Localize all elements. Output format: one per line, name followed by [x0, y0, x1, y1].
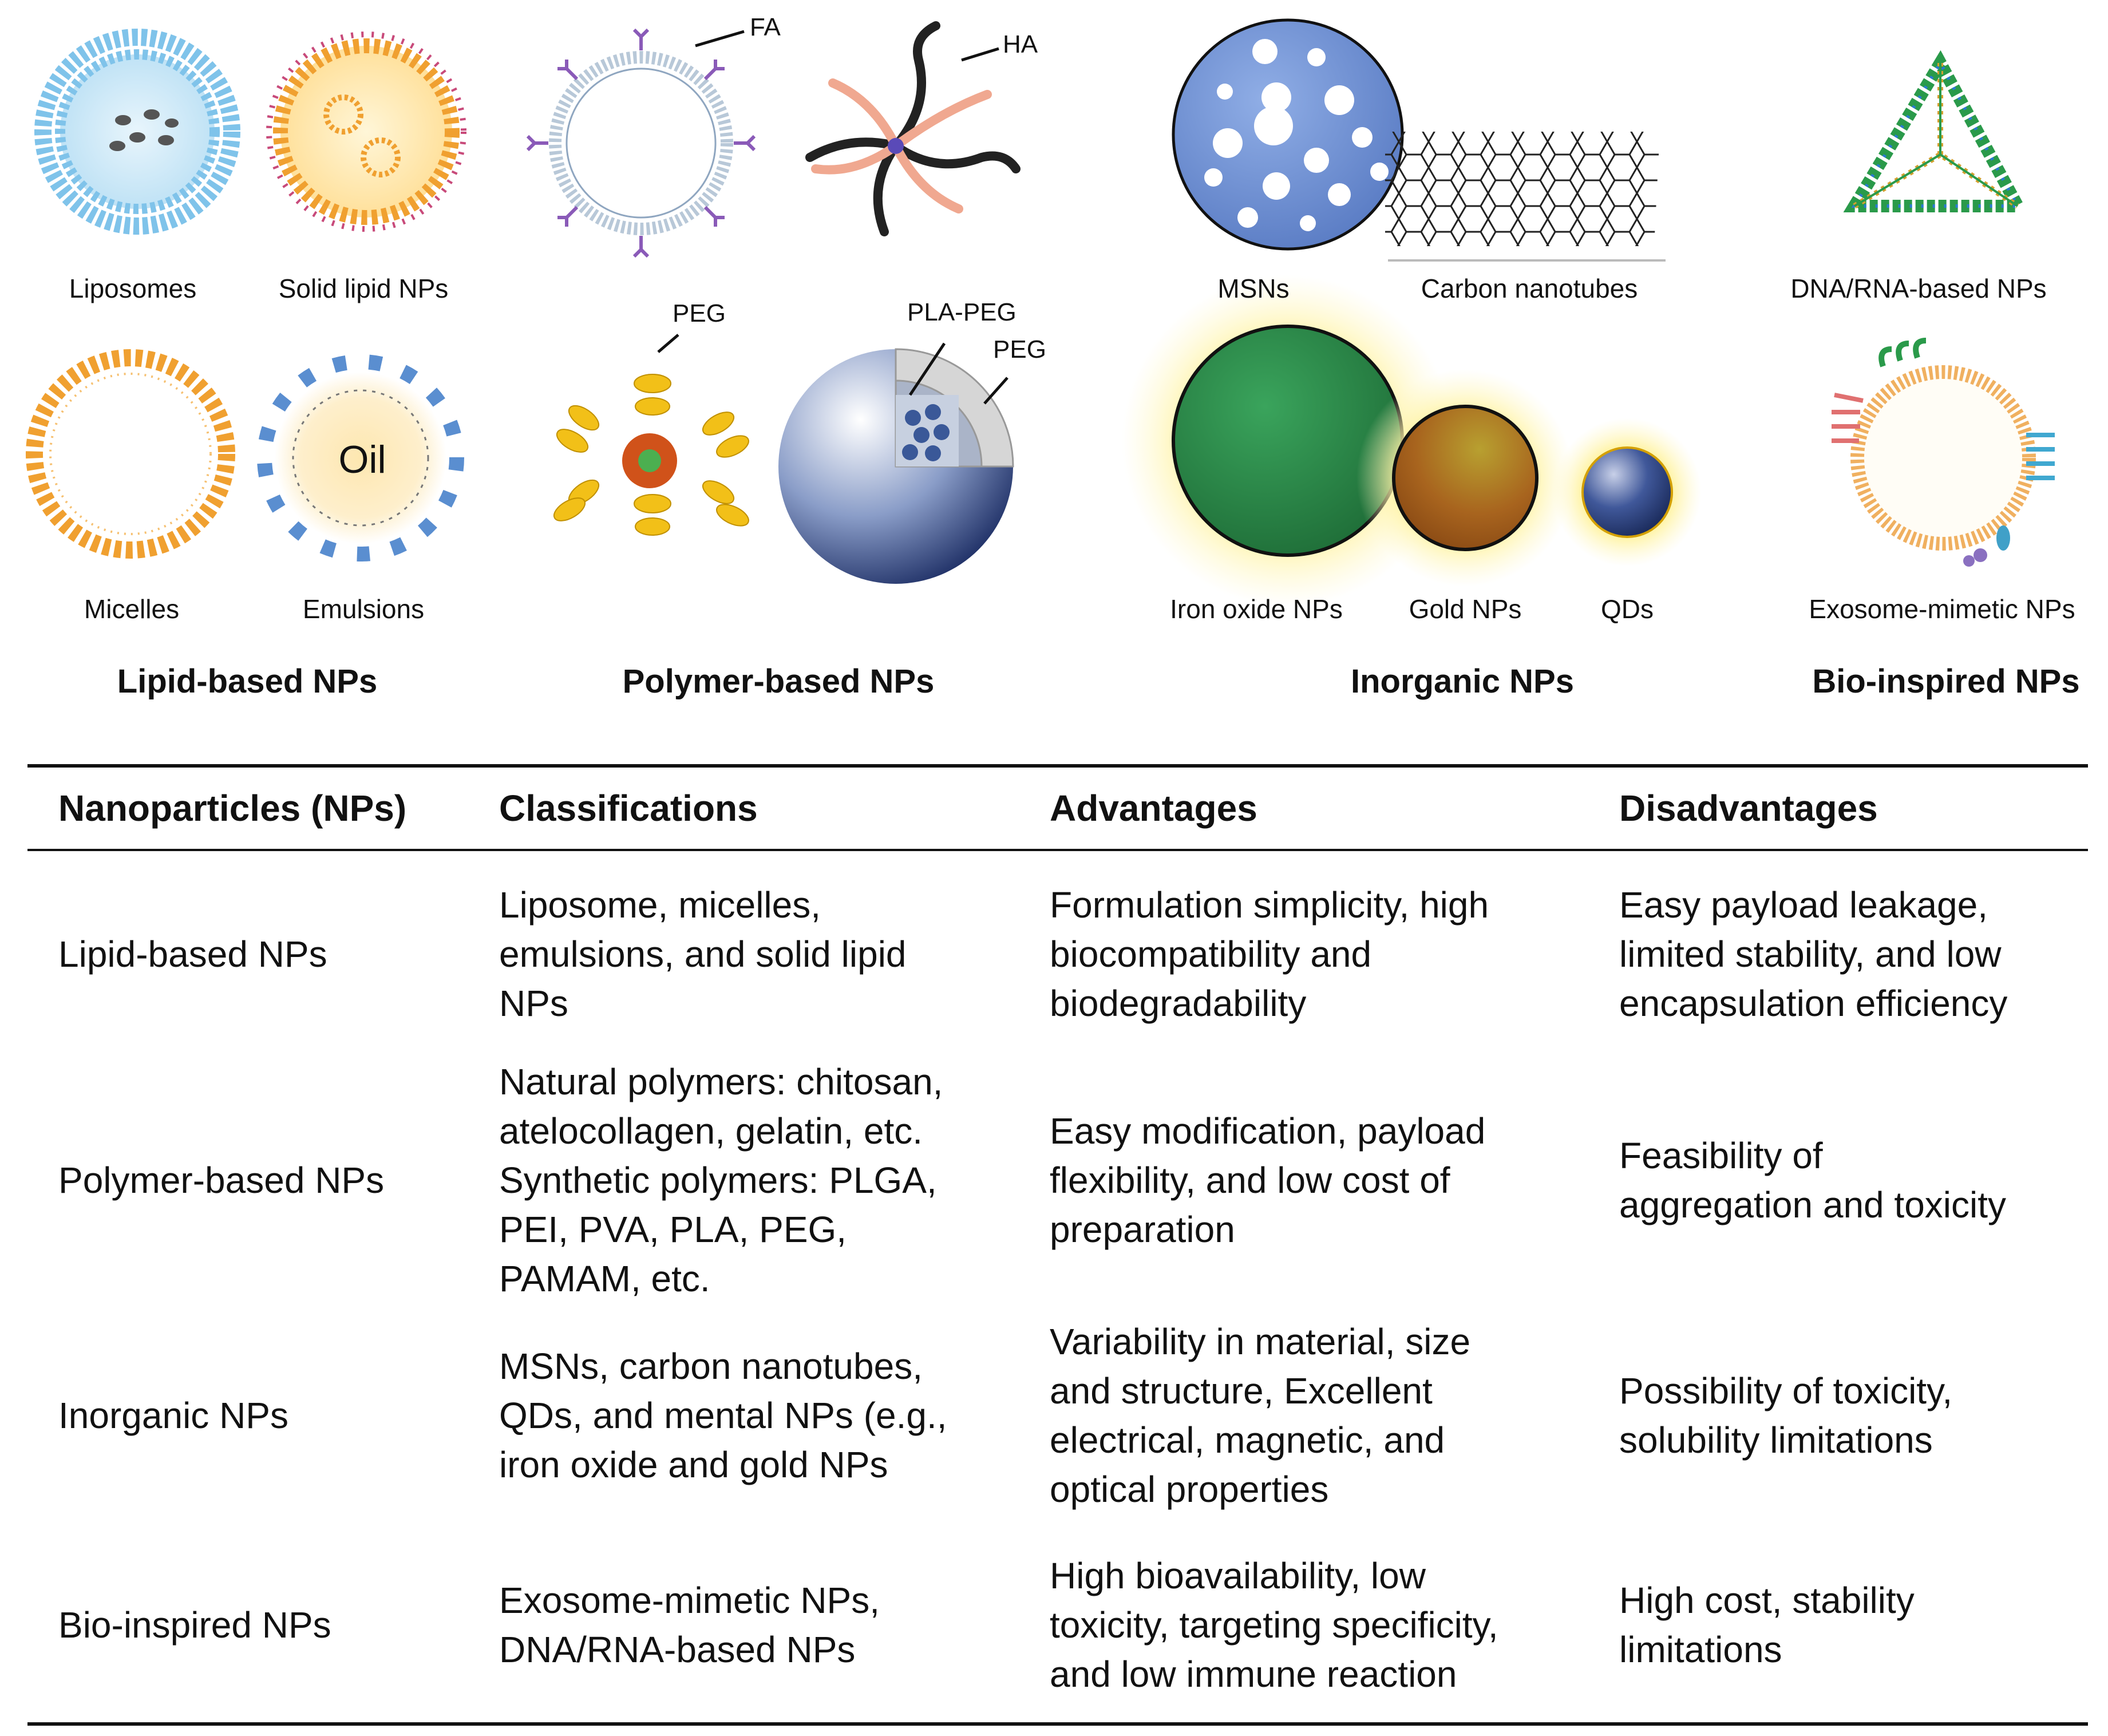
text-line: aggregation and toxicity [1619, 1184, 2006, 1225]
text-line: Exosome-mimetic NPs, [499, 1580, 880, 1621]
emulsions-label: Emulsions [303, 594, 424, 624]
solid-lipid-label: Solid lipid NPs [279, 274, 449, 303]
text-line: NPs [499, 983, 568, 1024]
row-name: Bio-inspired NPs [58, 1604, 331, 1646]
text-line: Liposome, micelles, [499, 884, 821, 926]
text-line: optical properties [1050, 1469, 1329, 1510]
table-row: Inorganic NPs MSNs, carbon nanotubes, QD… [27, 1303, 2088, 1528]
header-classifications: Classifications [499, 788, 758, 829]
text-line: MSNs, carbon nanotubes, [499, 1346, 923, 1387]
text-line: Feasibility of [1619, 1135, 1823, 1176]
text-line: DNA/RNA-based NPs [499, 1629, 856, 1670]
row-classifications: Liposome, micelles, emulsions, and solid… [468, 850, 1019, 1057]
text-line: preparation [1050, 1209, 1235, 1250]
micelles-label: Micelles [84, 594, 179, 624]
table-header-row: Nanoparticles (NPs) Classifications Adva… [27, 766, 2088, 850]
peg-right-annotation: PEG [993, 335, 1046, 363]
text-line: Synthetic polymers: PLGA, [499, 1160, 937, 1201]
polymer-group-title: Polymer-based NPs [623, 663, 935, 700]
row-disadvantages: Easy payload leakage, limited stability,… [1588, 850, 2088, 1057]
text-line: emulsions, and solid lipid [499, 934, 907, 975]
text-line: encapsulation efficiency [1619, 983, 2008, 1024]
solid-lipid-np-illustration [266, 31, 466, 232]
pla-peg-annotation: PLA-PEG [907, 298, 1017, 326]
row-classifications: MSNs, carbon nanotubes, QDs, and mental … [468, 1303, 1019, 1528]
msn-illustration [1172, 18, 1404, 251]
exosome-label: Exosome-mimetic NPs [1809, 594, 2075, 624]
text-line: and structure, Excellent [1050, 1370, 1433, 1411]
carbon-nanotubes-label: Carbon nanotubes [1421, 274, 1638, 303]
dna-rna-label: DNA/RNA-based NPs [1790, 274, 2046, 303]
header-advantages: Advantages [1050, 788, 1257, 829]
pla-peg-np-illustration [778, 342, 1014, 584]
micelle-illustration [26, 349, 235, 559]
table-row: Polymer-based NPs Natural polymers: chit… [27, 1057, 2088, 1303]
text-line: Possibility of toxicity, [1619, 1370, 1953, 1411]
text-line: flexibility, and low cost of [1050, 1160, 1450, 1201]
text-line: electrical, magnetic, and [1050, 1419, 1445, 1461]
msns-label: MSNs [1217, 274, 1289, 303]
nanoparticle-figure: Oil Liposomes Solid lipid NPs Micelles E… [26, 13, 2080, 700]
text-line: Easy modification, payload [1050, 1110, 1486, 1152]
text-line: atelocollagen, gelatin, etc. [499, 1110, 923, 1152]
emulsion-illustration: Oil [257, 354, 464, 561]
bio-group-title: Bio-inspired NPs [1812, 663, 2079, 700]
row-classifications: Natural polymers: chitosan, atelocollage… [468, 1057, 1019, 1303]
inorganic-group-title: Inorganic NPs [1351, 663, 1574, 700]
text-line: Formulation simplicity, high [1050, 884, 1489, 926]
row-disadvantages: High cost, stability limitations [1588, 1528, 2088, 1724]
peg-left-annotation: PEG [673, 299, 726, 327]
text-line: Natural polymers: chitosan, [499, 1061, 943, 1102]
row-advantages: High bioavailability, low toxicity, targ… [1019, 1528, 1588, 1724]
row-classifications: Exosome-mimetic NPs, DNA/RNA-based NPs [468, 1528, 1019, 1724]
lipid-group-title: Lipid-based NPs [117, 663, 377, 700]
text-line: biocompatibility and [1050, 934, 1372, 975]
row-name: Inorganic NPs [58, 1395, 288, 1436]
text-line: and low immune reaction [1050, 1654, 1457, 1695]
row-name: Polymer-based NPs [58, 1160, 385, 1201]
liposome-illustration [34, 29, 240, 235]
text-line: PAMAM, etc. [499, 1258, 710, 1299]
fa-annotation: FA [750, 13, 781, 41]
header-disadvantages: Disadvantages [1619, 788, 1878, 829]
text-line: limitations [1619, 1629, 1782, 1670]
text-line: solubility limitations [1619, 1419, 1933, 1461]
fa-polymer-np-illustration [526, 28, 756, 258]
nanoparticle-comparison-table: Nanoparticles (NPs) Classifications Adva… [27, 764, 2088, 1726]
text-line: QDs, and mental NPs (e.g., [499, 1395, 947, 1436]
carbon-nanotube-illustration [1385, 132, 1666, 262]
iron-oxide-label: Iron oxide NPs [1170, 594, 1343, 624]
exosome-mimetic-np-illustration [1832, 338, 2055, 567]
row-disadvantages: Possibility of toxicity, solubility limi… [1588, 1303, 2088, 1528]
table-row: Lipid-based NPs Liposome, micelles, emul… [27, 850, 2088, 1057]
gold-np-illustration [1356, 369, 1574, 587]
row-disadvantages: Feasibility of aggregation and toxicity [1588, 1057, 2088, 1303]
ha-polymer-np-illustration [805, 21, 1021, 236]
text-line: iron oxide and gold NPs [499, 1444, 888, 1485]
liposomes-label: Liposomes [69, 274, 196, 303]
dna-rna-np-illustration [1843, 50, 2028, 212]
qd-illustration [1553, 418, 1702, 567]
text-line: limited stability, and low [1619, 934, 2002, 975]
row-advantages: Variability in material, size and struct… [1019, 1303, 1588, 1528]
oil-label: Oil [338, 438, 386, 481]
row-advantages: Easy modification, payload flexibility, … [1019, 1057, 1588, 1303]
header-nanoparticles: Nanoparticles (NPs) [58, 788, 407, 829]
row-name: Lipid-based NPs [58, 934, 327, 975]
gold-label: Gold NPs [1409, 594, 1522, 624]
text-line: High bioavailability, low [1050, 1555, 1426, 1596]
row-advantages: Formulation simplicity, high biocompatib… [1019, 850, 1588, 1057]
qds-label: QDs [1601, 594, 1654, 624]
text-line: Easy payload leakage, [1619, 884, 1988, 926]
text-line: Variability in material, size [1050, 1321, 1471, 1362]
table-row: Bio-inspired NPs Exosome-mimetic NPs, DN… [27, 1528, 2088, 1724]
text-line: biodegradability [1050, 983, 1307, 1024]
text-line: High cost, stability [1619, 1580, 1915, 1621]
ha-annotation: HA [1003, 30, 1038, 58]
text-line: PEI, PVA, PLA, PEG, [499, 1209, 847, 1250]
text-line: toxicity, targeting specificity, [1050, 1604, 1498, 1646]
peg-micelle-illustration [553, 334, 749, 536]
